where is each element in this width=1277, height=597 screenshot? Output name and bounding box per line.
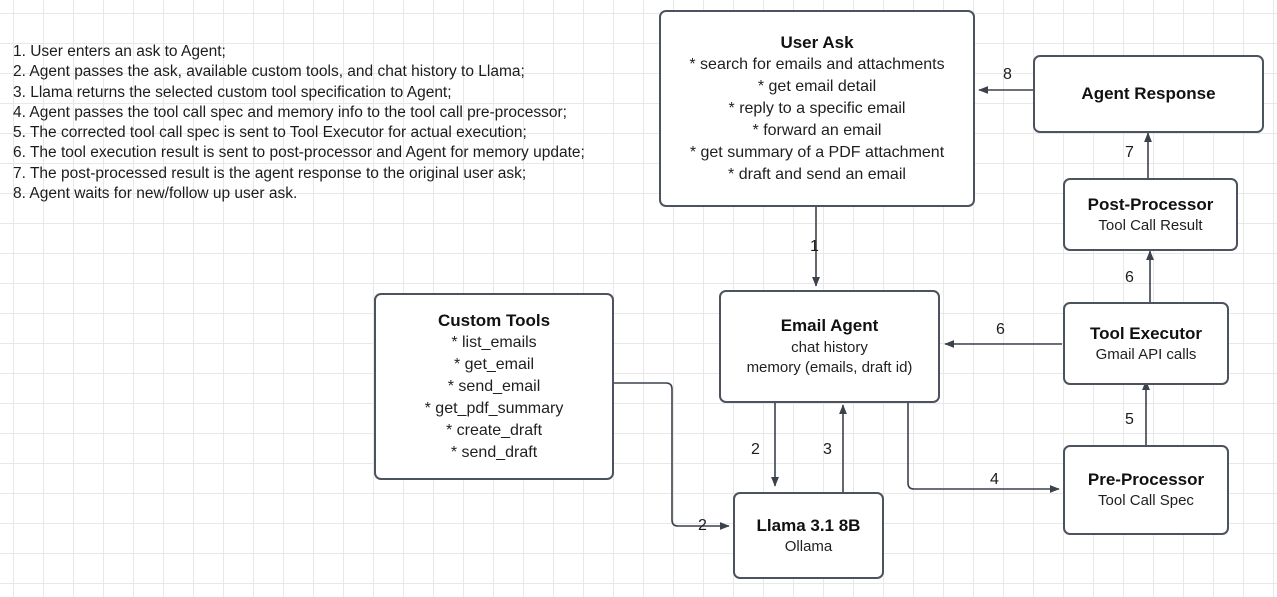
edge-label-7: 7 xyxy=(1125,144,1134,161)
edge-label-5: 5 xyxy=(1125,411,1134,428)
node-tool-executor[interactable]: Tool Executor Gmail API calls xyxy=(1063,302,1229,385)
node-email-agent-title: Email Agent xyxy=(780,316,879,336)
legend-step-1: 1. User enters an ask to Agent; xyxy=(13,43,226,60)
node-llama[interactable]: Llama 3.1 8B Ollama xyxy=(733,492,884,579)
node-tool-executor-subtitle: Gmail API calls xyxy=(1095,345,1197,363)
node-user-ask-line-5: * get summary of a PDF attachment xyxy=(689,144,945,162)
node-email-agent-line-2: memory (emails, draft id) xyxy=(746,359,913,377)
node-pre-processor[interactable]: Pre-Processor Tool Call Spec xyxy=(1063,445,1229,535)
node-custom-tools-line-2: * get_email xyxy=(453,356,535,374)
node-custom-tools-line-4: * get_pdf_summary xyxy=(424,400,564,418)
edge-label-6-executor-postproc: 6 xyxy=(1125,269,1134,286)
legend-step-list: 1. User enters an ask to Agent; 2. Agent… xyxy=(13,42,585,204)
node-llama-title: Llama 3.1 8B xyxy=(756,515,861,535)
edge-label-6-executor-agent: 6 xyxy=(996,321,1005,338)
node-pre-processor-title: Pre-Processor xyxy=(1087,470,1205,490)
edge-label-3: 3 xyxy=(823,441,832,458)
legend-step-5: 5. The corrected tool call spec is sent … xyxy=(13,124,527,142)
legend-step-8: 8. Agent waits for new/follow up user as… xyxy=(13,185,298,203)
node-tool-executor-title: Tool Executor xyxy=(1089,323,1203,343)
node-custom-tools-line-6: * send_draft xyxy=(450,443,538,461)
node-user-ask-line-4: * forward an email xyxy=(752,122,882,140)
node-agent-response[interactable]: Agent Response xyxy=(1033,55,1264,133)
node-post-processor-title: Post-Processor xyxy=(1087,194,1214,214)
edge-label-4: 4 xyxy=(990,471,999,488)
node-user-ask-line-6: * draft and send an email xyxy=(728,165,906,183)
edge-4-path xyxy=(907,403,1060,493)
node-custom-tools[interactable]: Custom Tools * list_emails * get_email *… xyxy=(374,293,614,480)
edge-2-tools-llama-path xyxy=(614,382,730,530)
legend-step-3: 3. Llama returns the selected custom too… xyxy=(13,83,452,101)
node-post-processor[interactable]: Post-Processor Tool Call Result xyxy=(1063,178,1238,251)
node-email-agent-line-1: chat history xyxy=(791,338,868,356)
legend-step-6: 6. The tool execution result is sent to … xyxy=(13,144,585,162)
node-user-ask-title: User Ask xyxy=(780,33,854,53)
node-custom-tools-title: Custom Tools xyxy=(437,311,551,331)
node-post-processor-subtitle: Tool Call Result xyxy=(1098,216,1203,234)
edge-label-2-tools-llama: 2 xyxy=(698,517,707,534)
node-custom-tools-line-1: * list_emails xyxy=(451,334,537,352)
node-email-agent[interactable]: Email Agent chat history memory (emails,… xyxy=(719,290,940,403)
legend-step-4: 4. Agent passes the tool call spec and m… xyxy=(13,103,567,121)
node-agent-response-title: Agent Response xyxy=(1081,84,1216,104)
edge-label-2-agent-llama: 2 xyxy=(751,441,760,458)
node-user-ask-line-1: * search for emails and attachments xyxy=(689,56,945,74)
node-custom-tools-line-5: * create_draft xyxy=(445,422,543,440)
node-user-ask-line-2: * get email detail xyxy=(757,78,877,96)
edge-label-8: 8 xyxy=(1003,66,1012,83)
legend-step-7: 7. The post-processed result is the agen… xyxy=(13,164,527,182)
node-user-ask-line-3: * reply to a specific email xyxy=(728,100,906,118)
node-pre-processor-subtitle: Tool Call Spec xyxy=(1098,492,1194,510)
node-custom-tools-line-3: * send_email xyxy=(447,378,541,396)
node-user-ask[interactable]: User Ask * search for emails and attachm… xyxy=(659,10,975,207)
edge-label-1: 1 xyxy=(810,238,819,255)
node-llama-subtitle: Ollama xyxy=(784,537,833,555)
legend-step-2: 2. Agent passes the ask, available custo… xyxy=(13,63,525,81)
